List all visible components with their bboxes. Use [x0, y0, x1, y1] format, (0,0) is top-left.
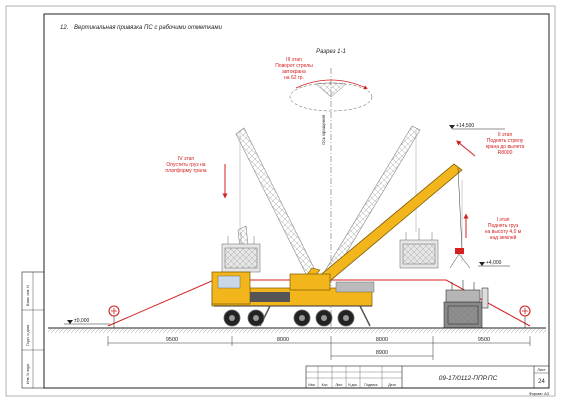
svg-text:крана до вылета: крана до вылета: [486, 144, 525, 150]
svg-text:Опустить груз на: Опустить груз на: [166, 162, 205, 168]
col-kol: Кол.: [322, 383, 329, 387]
title-block: [305, 365, 550, 389]
col-izm: Изм.: [308, 383, 315, 387]
svg-text:III этап: III этап: [286, 57, 302, 63]
ground: [48, 327, 546, 333]
dim-mid-right: 8000: [376, 337, 388, 343]
stage-4-label: IV этап Опустить груз на платформу трала: [165, 156, 206, 174]
doc-code: 09-17/0112-ППР.ПС: [439, 375, 498, 382]
crane-truck: [211, 271, 375, 327]
elevation-ground: ±0,000: [64, 318, 110, 325]
svg-text:IV этап: IV этап: [178, 156, 195, 162]
sheet-format: Формат А3: [529, 391, 550, 396]
transformer-ghost-left: [221, 232, 261, 273]
col-ndok: N док.: [348, 383, 358, 387]
transformer-ghost-right: [399, 228, 439, 269]
col-data: Дата: [388, 383, 396, 387]
svg-text:над землей: над землей: [490, 234, 517, 241]
page-title: Вертикальная привязка ПС с рабочими отме…: [74, 25, 223, 31]
side-stamp: Инв. N подл. Подп. и дата Взам. инв. N: [21, 271, 45, 389]
sheet-label: Лист: [537, 368, 546, 372]
svg-text:R8000: R8000: [498, 150, 513, 156]
inner-frame: [43, 13, 550, 389]
slew-plan: [289, 79, 373, 112]
svg-text:Поднять груз: Поднять груз: [488, 223, 519, 229]
dim-total: 8900: [376, 350, 388, 356]
svg-text:±0,000: ±0,000: [74, 318, 89, 324]
side-stamp-sign: Подп. и дата: [26, 325, 30, 346]
dim-left: 9500: [166, 337, 178, 343]
svg-text:Поднять стрелу: Поднять стрелу: [487, 138, 524, 144]
col-list: Лист: [335, 383, 343, 387]
dimension-row: [107, 336, 531, 360]
svg-text:+4,000: +4,000: [486, 260, 502, 266]
svg-text:на высоту 4,0 м: на высоту 4,0 м: [485, 229, 522, 235]
elevation-top: +14,500: [449, 123, 505, 130]
svg-text:платформу трала: платформу трала: [165, 168, 206, 174]
danger-sign-right-icon: [519, 305, 531, 328]
stage-3-label: III этап Поворот стрелы автокрана на 62 …: [275, 57, 313, 81]
sheet-number: 24: [538, 379, 545, 385]
section-label: Разрез 1-1: [316, 49, 346, 55]
dim-mid-left: 8000: [277, 337, 289, 343]
stage-1-label: I этап Поднять груз на высоту 4,0 м над …: [485, 217, 522, 241]
stage-2-arrow-icon: [456, 140, 476, 157]
col-podpis: Подпись: [364, 383, 378, 387]
svg-text:+14,500: +14,500: [456, 123, 474, 129]
transformer: [443, 280, 489, 329]
side-stamp-inv: Инв. N подл.: [26, 363, 30, 384]
stage-2-label: II этап Поднять стрелу крана до вылета R…: [486, 132, 525, 156]
section-number: 12.: [60, 25, 68, 31]
dim-right: 9500: [478, 337, 490, 343]
outer-frame: [5, 5, 556, 397]
svg-text:I этап: I этап: [497, 217, 510, 223]
side-stamp-replace: Взам. инв. N: [26, 285, 30, 306]
svg-text:на 62 гр.: на 62 гр.: [284, 75, 304, 81]
danger-sign-left-icon: [108, 305, 120, 328]
svg-text:II этап: II этап: [498, 132, 513, 138]
svg-text:Поворот стрелы: Поворот стрелы: [275, 63, 313, 69]
rotation-axis-label: Ось вращения: [321, 114, 326, 145]
svg-text:автокрана: автокрана: [282, 69, 306, 75]
elevation-load: +4,000: [478, 260, 510, 267]
